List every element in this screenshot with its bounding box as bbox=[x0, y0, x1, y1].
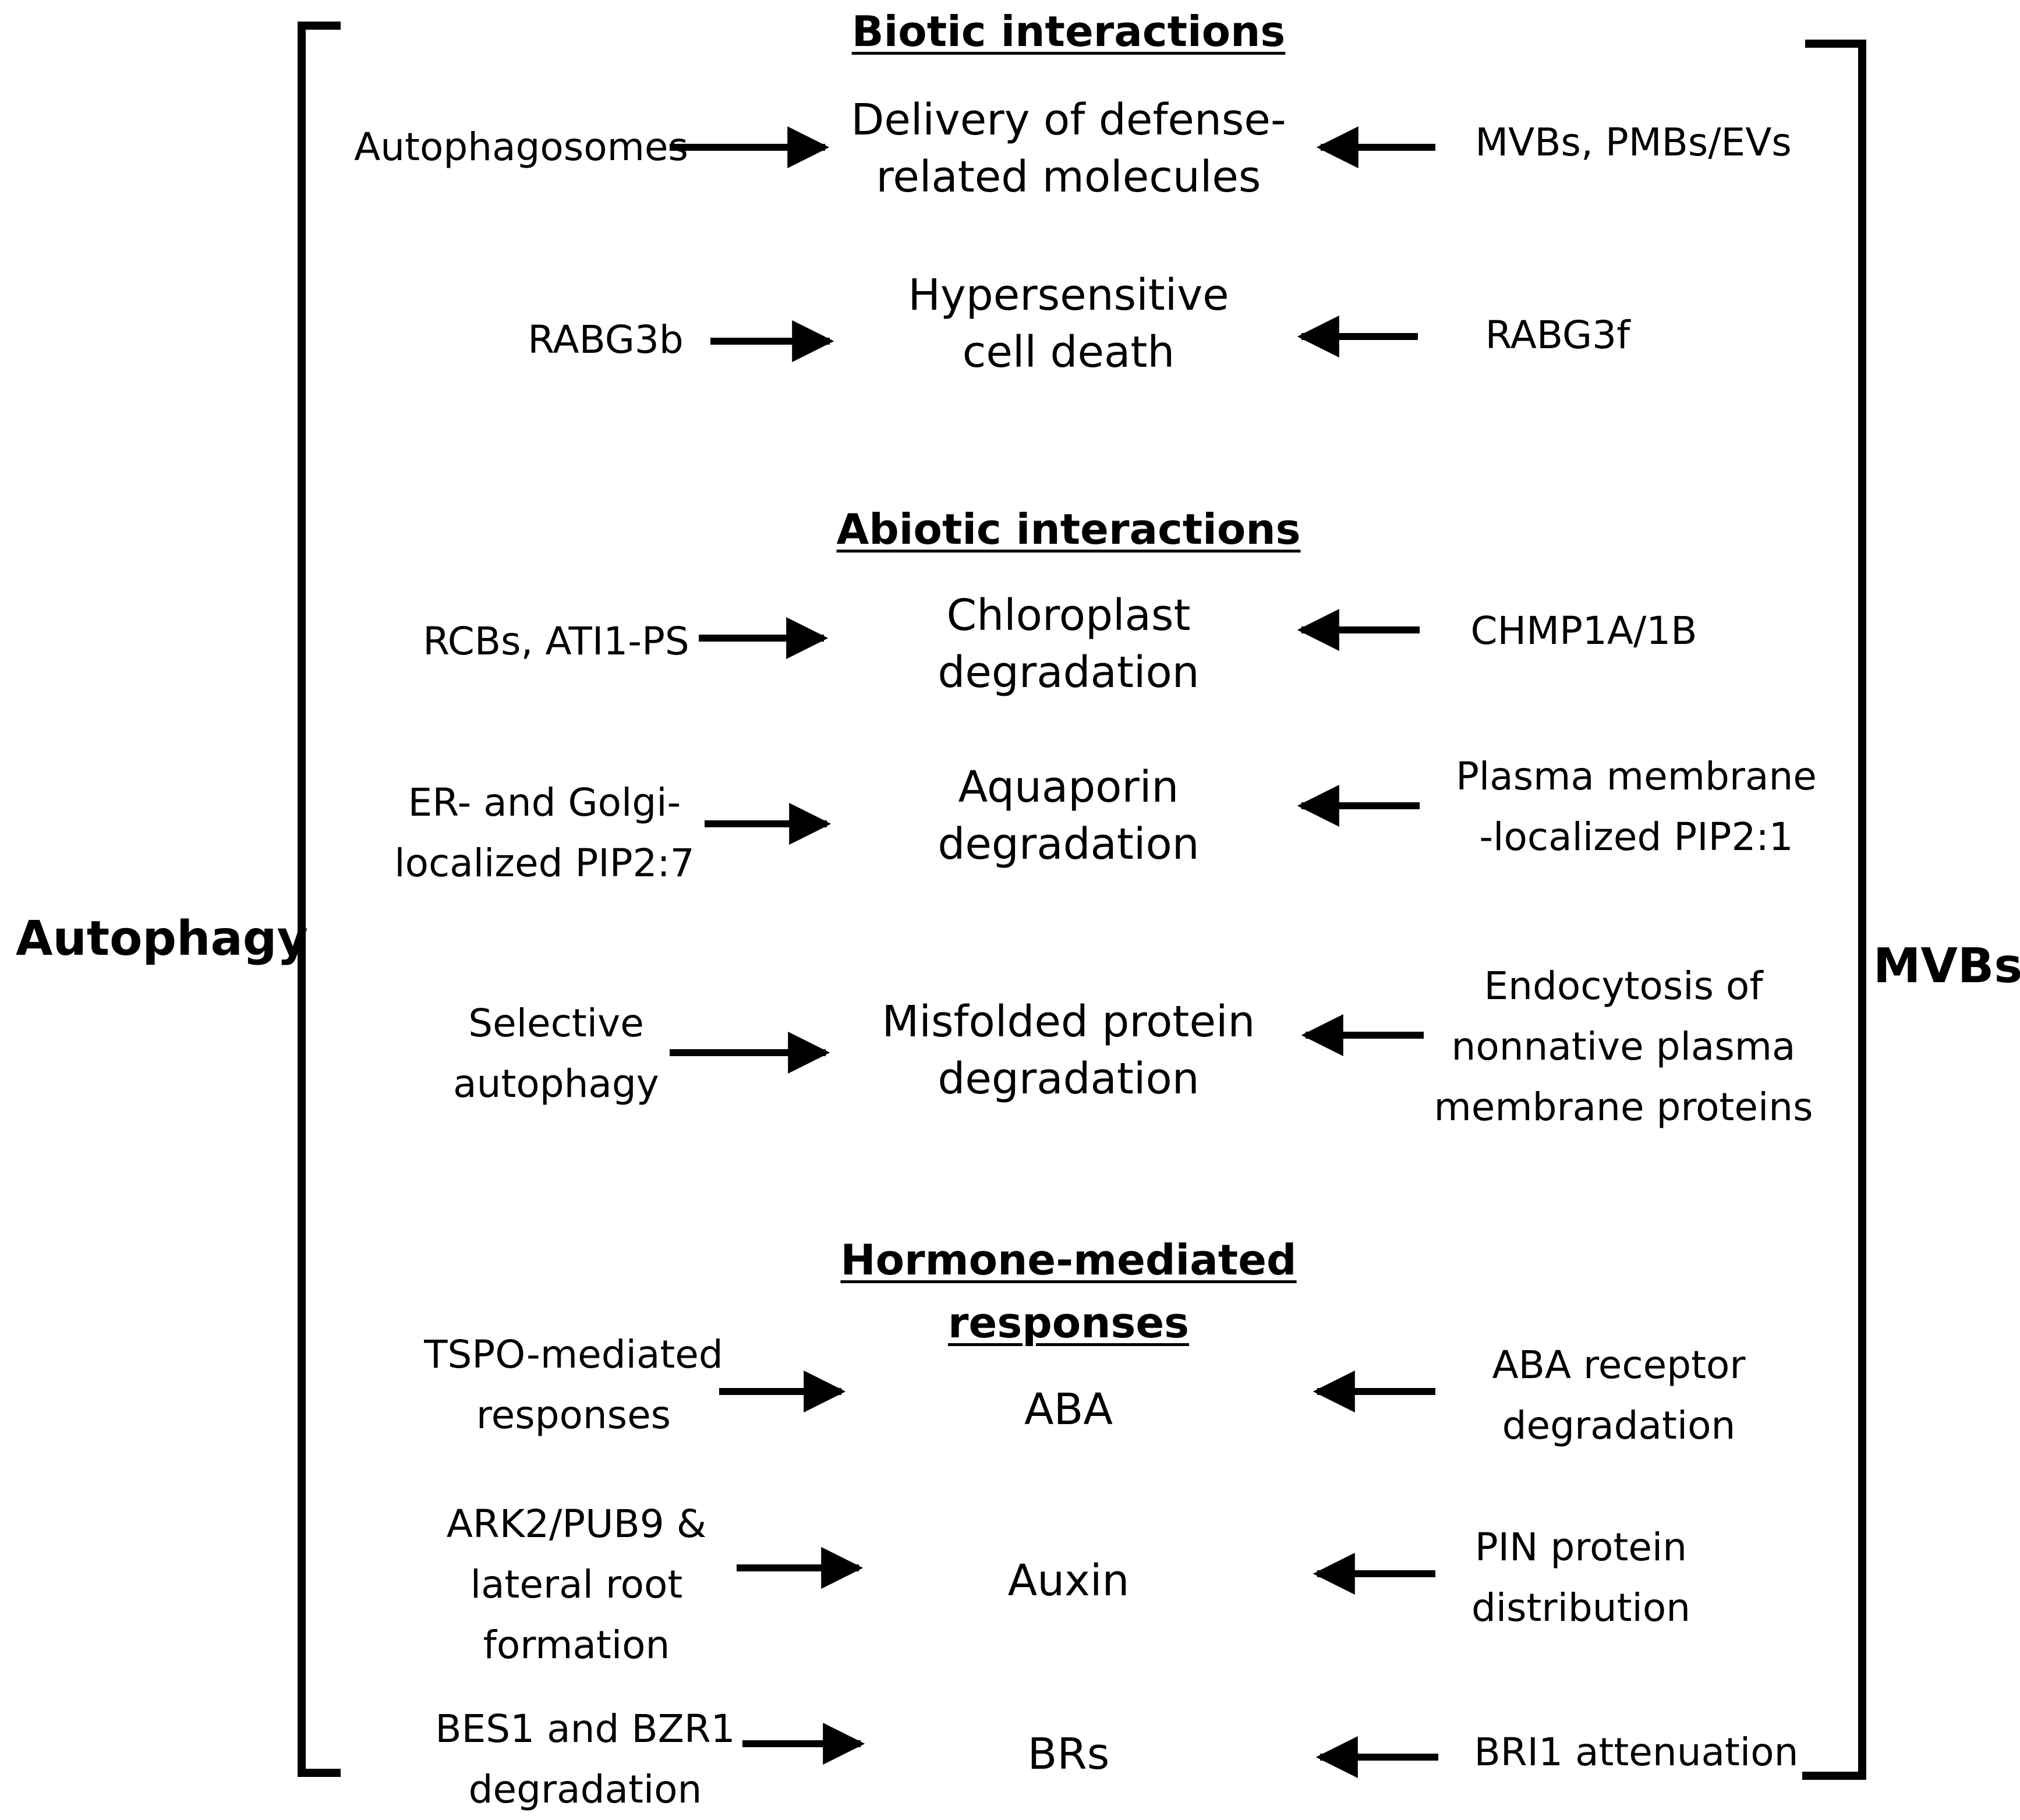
mvb-factor-label: CHMP1A/1B bbox=[1470, 608, 1697, 653]
autophagy-factor-label: RCBs, ATI1-PS bbox=[423, 619, 689, 664]
process-label: Hypersensitive cell death bbox=[908, 270, 1229, 377]
autophagy-factor-label: ER- and Golgi- localized PIP2:7 bbox=[394, 780, 695, 886]
left-bracket bbox=[298, 22, 341, 1777]
process-label: Auxin bbox=[1007, 1556, 1130, 1606]
section-heading-hormone: Hormone-mediated responses bbox=[840, 1235, 1297, 1347]
autophagy-factor-label: Autophagosomes bbox=[354, 125, 688, 169]
process-label: ABA bbox=[1024, 1385, 1113, 1435]
process-label: Chloroplast degradation bbox=[938, 590, 1200, 697]
mvb-factor-label: BRI1 attenuation bbox=[1474, 1730, 1799, 1775]
right-side-label: MVBs bbox=[1873, 939, 2020, 994]
autophagy-factor-label: RABG3b bbox=[528, 317, 684, 362]
autophagy-factor-label: TSPO-mediated responses bbox=[424, 1332, 723, 1437]
section-heading-abiotic: Abiotic interactions bbox=[836, 505, 1301, 554]
left-side-label: Autophagy bbox=[16, 911, 308, 966]
mvb-factor-label: MVBs, PMBs/EVs bbox=[1475, 120, 1792, 165]
process-label: Delivery of defense- related molecules bbox=[851, 95, 1286, 202]
process-label: BRs bbox=[1027, 1729, 1110, 1779]
process-label: Aquaporin degradation bbox=[938, 762, 1200, 869]
section-heading-biotic: Biotic interactions bbox=[851, 7, 1286, 56]
mvb-factor-label: RABG3f bbox=[1485, 313, 1630, 357]
autophagy-factor-label: BES1 and BZR1 degradation bbox=[435, 1706, 735, 1812]
right-bracket bbox=[1802, 40, 1866, 1780]
mvb-factor-label: Endocytosis of nonnative plasma membrane… bbox=[1434, 964, 1813, 1129]
autophagy-factor-label: ARK2/PUB9 & lateral root formation bbox=[446, 1502, 707, 1667]
mvb-factor-label: ABA receptor degradation bbox=[1492, 1343, 1746, 1448]
mvb-factor-label: Plasma membrane -localized PIP2:1 bbox=[1456, 754, 1817, 859]
mvb-factor-label: PIN protein distribution bbox=[1471, 1525, 1691, 1630]
autophagy-factor-label: Selective autophagy bbox=[453, 1001, 659, 1106]
process-label: Misfolded protein degradation bbox=[882, 997, 1255, 1104]
